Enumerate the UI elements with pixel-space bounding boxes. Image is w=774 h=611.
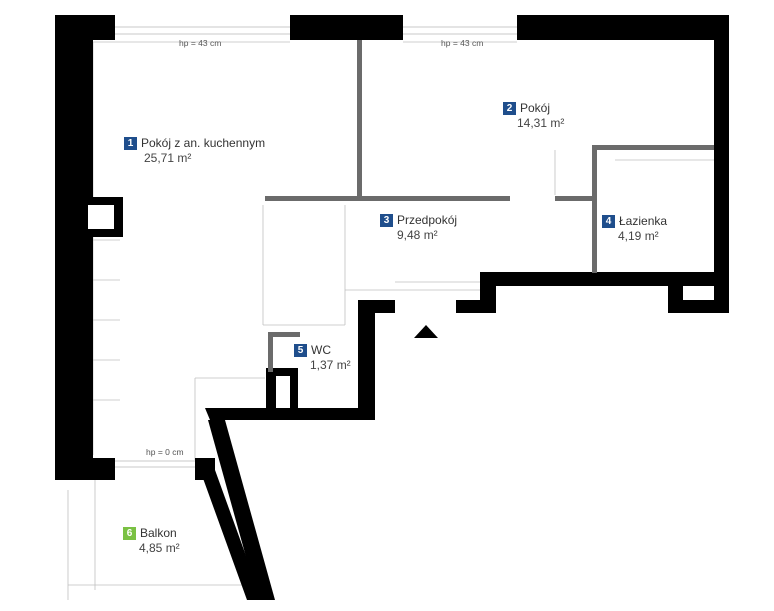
room-area: 4,85 m² [139, 541, 180, 555]
room-number-badge: 2 [503, 102, 516, 115]
room-number-badge: 6 [123, 527, 136, 540]
header-note: ... [55, 0, 61, 2]
room-number-badge: 3 [380, 214, 393, 227]
room-label-1: 1 Pokój z an. kuchennym 25,71 m² [124, 136, 265, 166]
room-area: 14,31 m² [517, 116, 565, 130]
room-number-badge: 1 [124, 137, 137, 150]
room-name: Łazienka [619, 214, 668, 228]
windows [115, 26, 517, 468]
room-label-3: 3 Przedpokój 9,48 m² [380, 213, 457, 243]
room-number-badge: 4 [602, 215, 615, 228]
room-number-badge: 5 [294, 344, 307, 357]
room-area: 1,37 m² [310, 358, 351, 372]
window-height-label: hp = 43 cm [179, 38, 222, 48]
room-name: Balkon [140, 526, 177, 540]
room-name: Pokój [520, 101, 551, 115]
entrance-arrow-icon [414, 325, 438, 338]
room-name: Przedpokój [397, 213, 458, 227]
window-height-label: hp = 0 cm [146, 447, 184, 457]
room-label-2: 2 Pokój 14,31 m² [503, 101, 564, 131]
room-area: 25,71 m² [144, 151, 192, 165]
interior-partitions [265, 40, 714, 372]
room-area: 9,48 m² [397, 228, 438, 242]
room-area: 4,19 m² [618, 229, 659, 243]
room-name: WC [311, 343, 331, 357]
window-height-label: hp = 43 cm [441, 38, 484, 48]
room-label-5: 5 WC 1,37 m² [294, 343, 351, 373]
furniture-outlines [67, 41, 715, 600]
room-label-6: 6 Balkon 4,85 m² [123, 526, 180, 556]
room-label-4: 4 Łazienka 4,19 m² [602, 214, 667, 244]
exterior-walls [55, 15, 729, 600]
room-name: Pokój z an. kuchennym [141, 136, 266, 150]
shafts [78, 197, 298, 413]
